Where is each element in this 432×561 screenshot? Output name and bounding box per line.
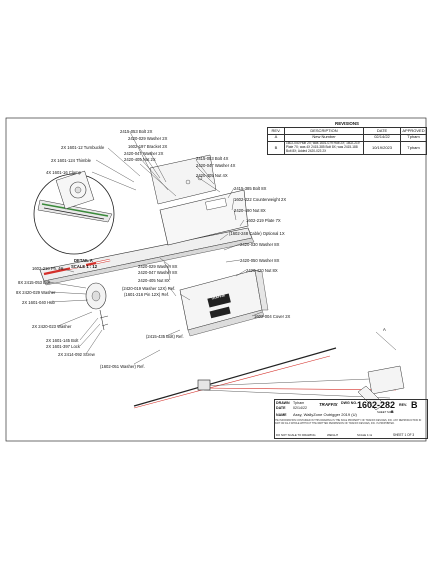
sheet-size-value: B (391, 410, 394, 414)
date-cell: 02/14/22 (363, 133, 401, 142)
callout-washer-4x: 2420-047 Washer 4X (196, 163, 236, 168)
callout-bolt-145: 2X 1601-145 Bolt (46, 338, 79, 343)
callout-turnbuckle: 2X 1601-12 Turnbuckle (61, 145, 105, 150)
callout-nut-490: 2420-490 Nut 8X (234, 208, 266, 213)
callout-cover: 1602-004 Cover 2X (254, 314, 291, 319)
date-cell: 10/19/2023 (363, 140, 401, 156)
callout-bolt-2x: 2415-053 Bolt 2X (120, 129, 153, 134)
name-label: NAME (276, 413, 287, 417)
callout-bolt-8x: 2415-385 Bolt 8X (234, 186, 267, 191)
callout-hub: 2X 1601-040 Hub (22, 300, 55, 305)
callout-bolt-4x: 2415-053 Bolt 4X (196, 156, 229, 161)
callout-pin-ref: (1601-216 Pin 12X) Ref. (124, 292, 170, 297)
callout-pin: 1602-210 Ph. 4X (32, 266, 64, 271)
approved-cell: Tpham (400, 133, 427, 142)
description-cell: New Number (284, 133, 364, 142)
counterweight-box (179, 269, 269, 337)
callout-thimble: 2X 1601-124 Thimble (51, 158, 91, 163)
callout-screw: 2X 2414-092 Screw (58, 352, 95, 357)
dwg-no-label: DWG NO. (341, 401, 358, 405)
callout-bolt-ref: (2415-435 Bolt) Ref. (146, 334, 184, 339)
callout-counterweight: 1602-222 Counterweight 2X (234, 197, 287, 202)
callout-bracket: 1602-197 Bracket 2X (128, 144, 168, 149)
scale-label: SCALE 1:12 (357, 433, 373, 437)
rev-cell: A (267, 133, 285, 142)
date-label: DATE (276, 406, 286, 410)
weight-label: WEIGHT (327, 433, 339, 437)
upper-bracket (149, 154, 249, 246)
description-cell: 1602-040 Hub 2X; was 1601-079 Hub 2X; 16… (284, 140, 364, 156)
callout-plate: 1602-219 Plate 7X (246, 218, 281, 223)
callout-washer-2x: 2420-029 Washer 2X (128, 136, 168, 141)
sheet-label: SHEET 1 OF 3 (393, 433, 415, 437)
sheet-border (5, 117, 427, 442)
callout-washer-047-8x: 2420-047 Washer 8X (138, 270, 178, 275)
rev-value: B (411, 400, 418, 410)
revisions-title: REVISIONS (335, 121, 359, 126)
callout-washer-ref: (2420-019 Washer 12X) Ref. (122, 286, 176, 291)
callout-bolt-8x-left: 8X 2415-053 Bolt (18, 280, 51, 285)
detail-a-scale: SCALE 1 : 12 (71, 264, 98, 269)
callout-washer-029-8x: 2420-029 Washer 8X (138, 264, 178, 269)
callout-nut-2x: 2420-405 Nut 2X (124, 157, 156, 162)
rev-cell: B (267, 140, 285, 156)
proprietary-notes: THE INFORMATION CONTAINED IN THIS DRAWIN… (274, 419, 422, 425)
callout-clamp: 4X 1601-16 Clamp (46, 170, 81, 175)
detail-a-view (33, 170, 115, 255)
drawn-label: DRAWN (276, 401, 290, 405)
callout-washer-030: 2420-030 Washer 8X (240, 242, 280, 247)
title-block: DRAWN Tpham DATE 02/14/22 TRAFFIX DWG NO… (274, 399, 428, 439)
sheet-size-label: SHEET SIZE (377, 410, 394, 414)
logo-text: TRAFFIX (319, 403, 338, 407)
callout-nut-405-8x: 2420-405 Nut 8X (138, 278, 170, 283)
revisions-header-row: REV. DESCRIPTION DATE APPROVED (267, 127, 427, 135)
table-row: A New Number 02/14/22 Tpham (267, 133, 427, 142)
approved-cell: Tpham (400, 140, 427, 156)
leader-lines (47, 131, 263, 365)
do-not-scale: DO NOT SCALE TO DRAWING (276, 433, 316, 437)
rev-header: REV. (267, 127, 285, 135)
callout-washer-050: 2420-050 Washer 8X (240, 258, 280, 263)
detail-a-marker: A (383, 327, 386, 332)
rev-label: REV. (399, 403, 408, 407)
date-value: 02/14/22 (293, 406, 307, 410)
callout-washer-047-2x: 2420-047 Washer 2X (124, 151, 164, 156)
cable-assembly-view (133, 331, 405, 411)
description-header: DESCRIPTION (284, 127, 364, 135)
approved-header: APPROVED (400, 127, 427, 135)
callout-cable-optional: (1602-248 Cable) Optional 1X (229, 231, 285, 236)
detail-a-title: DETAIL A (74, 258, 93, 263)
callout-washer-023: 2X 2420-023 Washer (32, 324, 72, 329)
callout-washer-8x-left: 8X 2420-029 Washer (16, 290, 56, 295)
drawing-number: 1602-282 (357, 400, 396, 410)
callout-lock: 2X 1601-397 Lock (46, 344, 80, 349)
date-header: DATE (363, 127, 401, 135)
callout-nut-420: 2420-420 Nut 8X (246, 268, 278, 273)
name-value: Assy, WallyZone Outrigger 2019 (U) (293, 413, 357, 417)
callout-nut-4x: 2420-405 Nut 4X (196, 173, 228, 178)
drawn-value: Tpham (293, 401, 305, 405)
callout-washer-051-ref: (1602-051 Washer) Ref. (100, 364, 145, 369)
hub-assembly (85, 282, 109, 331)
revisions-table: REV. DESCRIPTION DATE APPROVED A New Num… (267, 127, 427, 156)
table-row: B 1602-040 Hub 2X; was 1601-079 Hub 2X; … (267, 140, 427, 156)
